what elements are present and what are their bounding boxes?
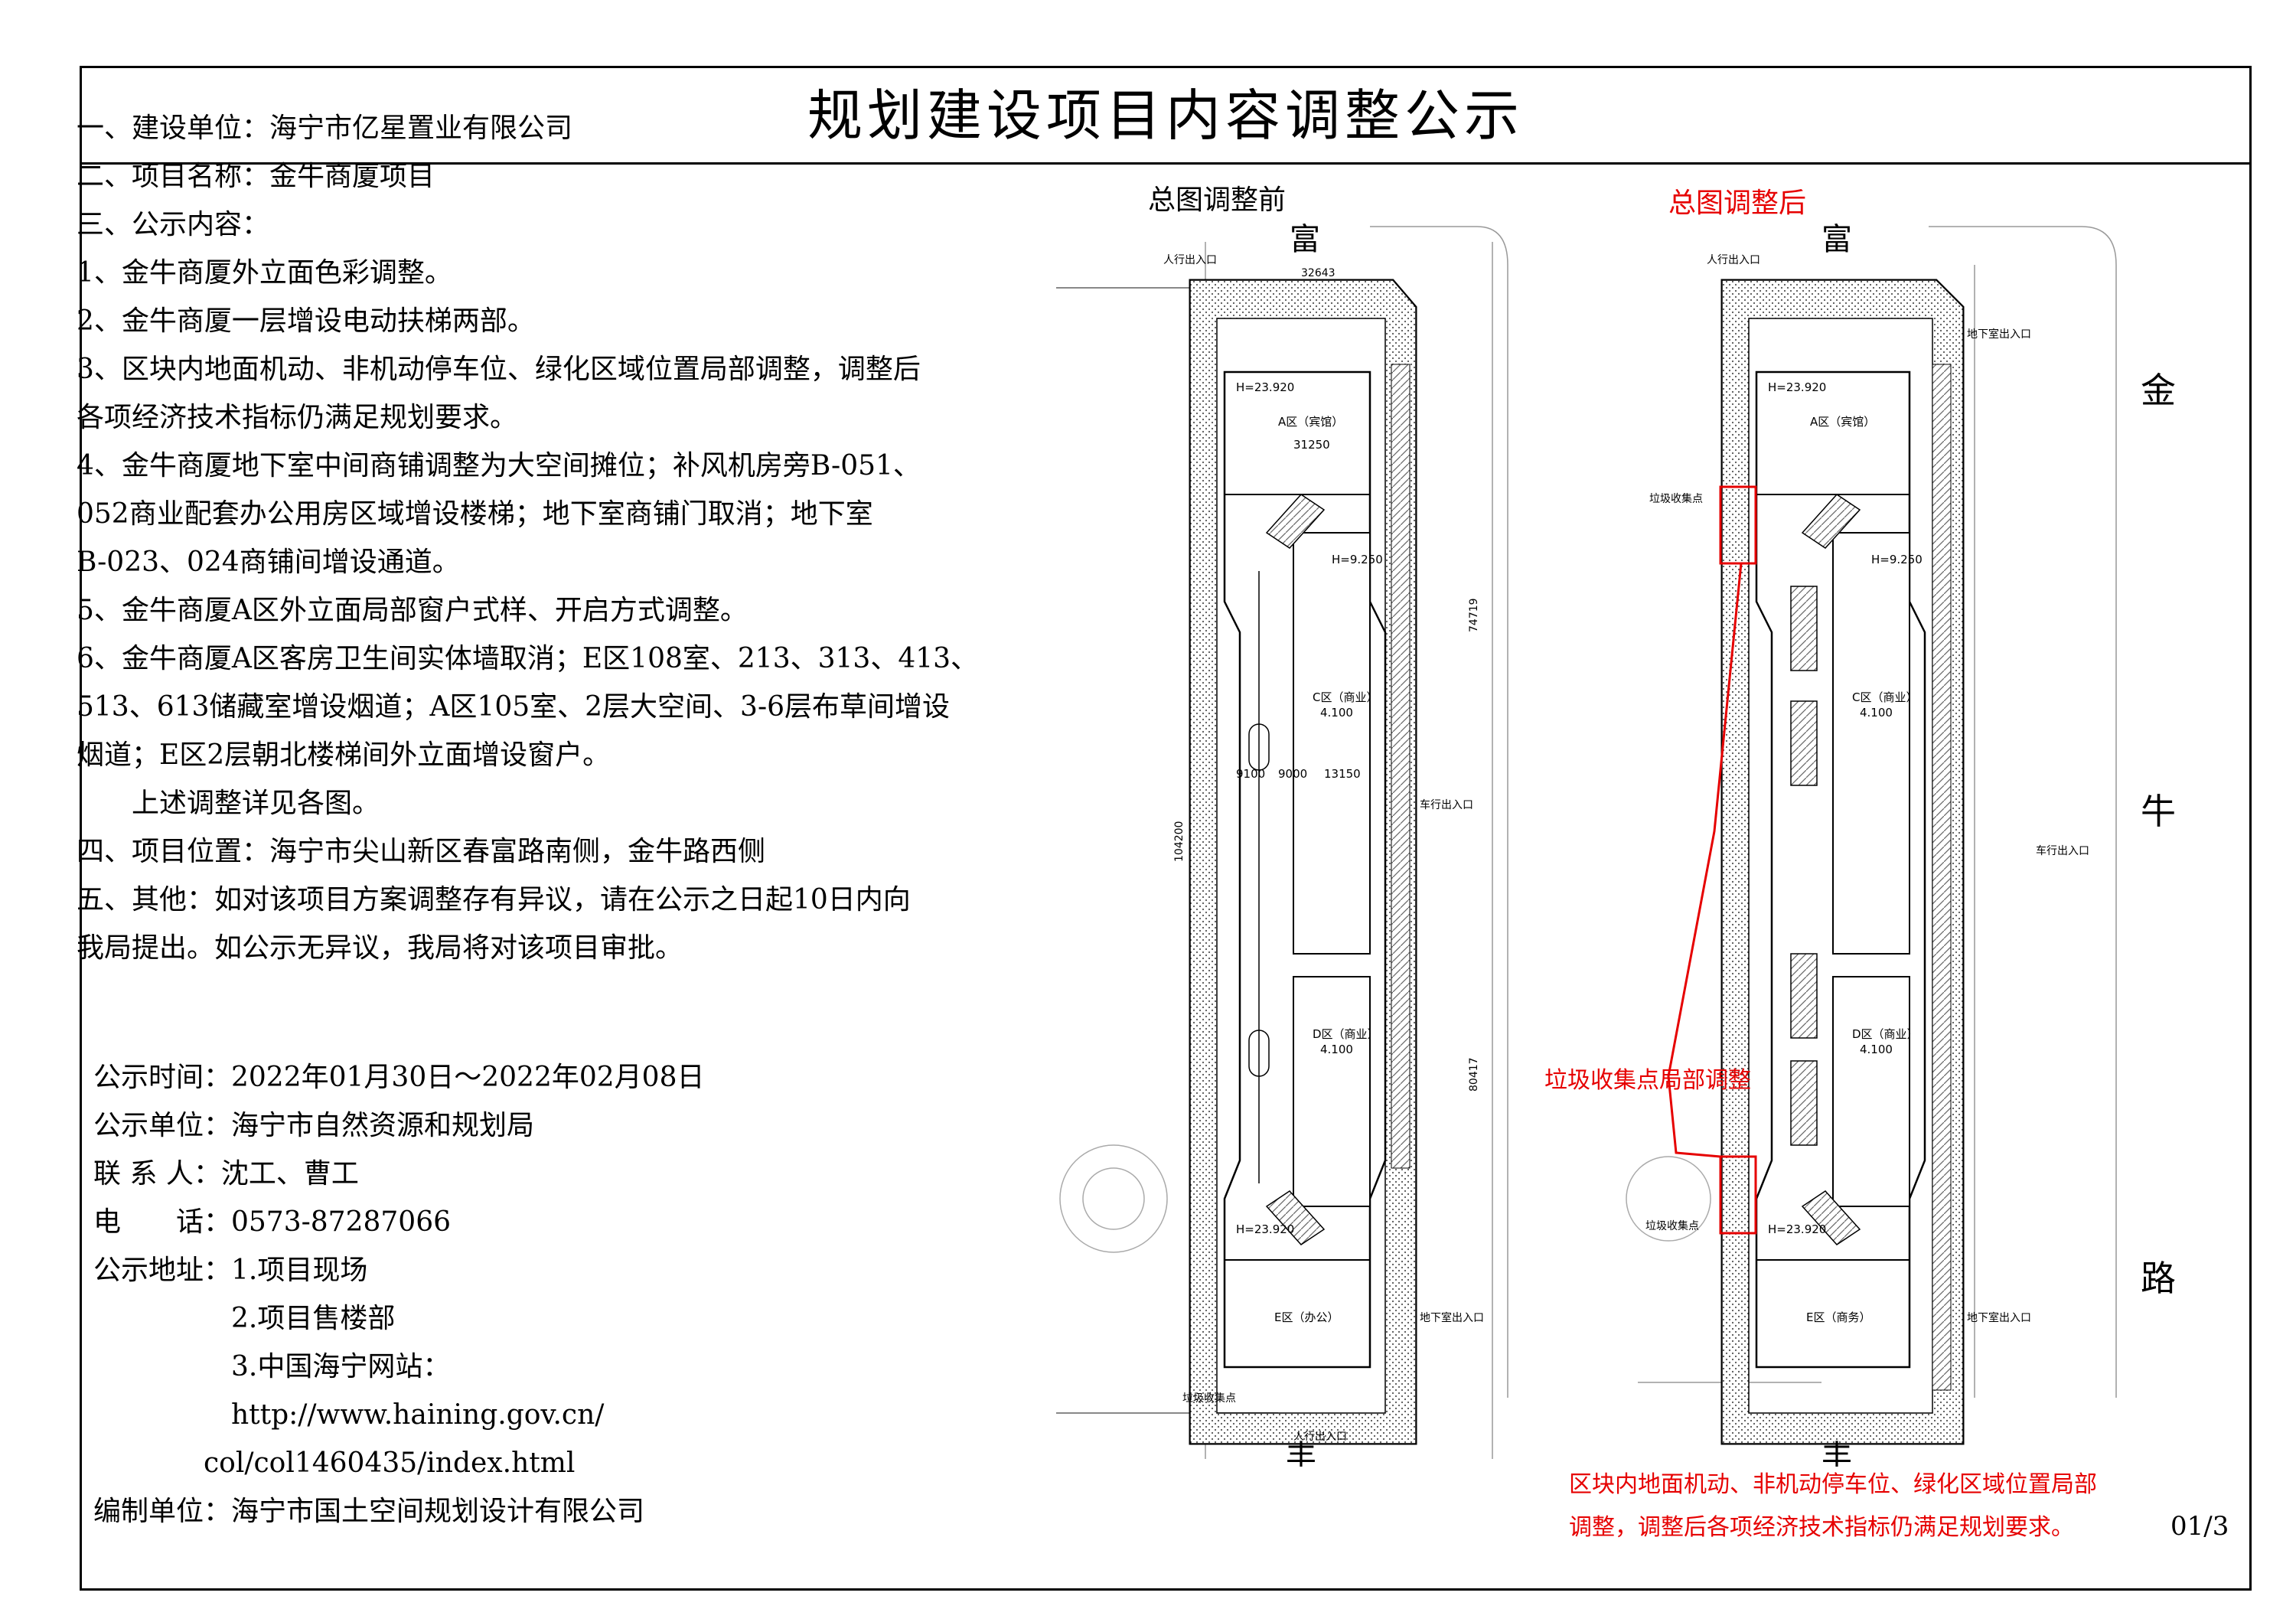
body-line: 我局提出。如公示无异议，我局将对该项目审批。 — [77, 932, 683, 964]
page-title: 规划建设项目内容调整公示 — [807, 83, 1524, 148]
basement-after-bottom: 地下室出入口 — [1967, 1311, 2031, 1324]
elev-d-before: 4.100 — [1320, 1043, 1353, 1056]
plan-after-caption: 总图调整后 — [1668, 188, 1807, 219]
adjustment-note: 区块内地面机动、非机动停车位、绿化区域位置局部 调整，调整后各项经济技术指标仍满… — [1569, 1464, 2166, 1549]
body-line: 二、项目名称：金牛商厦项目 — [77, 161, 435, 192]
adjustment-note-line: 调整，调整后各项经济技术指标仍满足规划要求。 — [1569, 1514, 2074, 1541]
road-label-right-2: 牛 — [2141, 791, 2176, 832]
dim-9000-before: 9000 — [1278, 767, 1307, 781]
plan-before-caption: 总图调整前 — [1148, 184, 1287, 216]
title-row: 规划建设项目内容调整公示 — [82, 68, 2249, 165]
height-c-before: H=9.250 — [1332, 553, 1383, 566]
car-entrance-after: 车行出入口 — [2036, 844, 2089, 857]
zone-c-after: C区（商业） — [1852, 690, 1917, 704]
height-a-after: H=23.920 — [1768, 380, 1826, 394]
body-line: 4、金牛商厦地下室中间商铺调整为大空间摊位；补风机房旁B-051、 — [77, 450, 921, 481]
escalator-1 — [1790, 586, 1818, 671]
meta-time: 公示时间：2022年01月30日～2022年02月08日 — [93, 1062, 705, 1093]
dim-a-before: 31250 — [1293, 438, 1330, 452]
zone-d-before: D区（商业） — [1313, 1027, 1379, 1041]
elev-c-before: 4.100 — [1320, 706, 1353, 720]
meta-address-2: 2.项目售楼部 — [93, 1303, 396, 1334]
body-line: 1、金牛商厦外立面色彩调整。 — [77, 257, 452, 289]
body-line: 513、613储藏室增设烟道；A区105室、2层大空间、3-6层布草间增设 — [77, 691, 951, 723]
body-line: 五、其他：如对该项目方案调整存有异议，请在公示之日起10日内向 — [77, 884, 911, 915]
garbage-point-before: 垃圾收集点 — [1182, 1392, 1236, 1405]
garbage-box-top — [1719, 485, 1757, 565]
body-line: 052商业配套办公用房区域增设楼梯；地下室商铺门取消；地下室 — [77, 498, 873, 530]
entrance-top-after: 人行出入口 — [1707, 254, 1760, 266]
zone-d-after: D区（商业） — [1852, 1027, 1919, 1041]
garbage-point-after-top: 垃圾收集点 — [1649, 492, 1703, 505]
meta-address: 公示地址：1.项目现场 — [93, 1255, 368, 1286]
zone-a-before: A区（宾馆） — [1278, 415, 1343, 429]
road-label-bottom-before: 丰 — [1286, 1439, 1316, 1467]
meta-url-1: http://www.haining.gov.cn/ — [93, 1399, 605, 1431]
escalator-2 — [1790, 700, 1818, 786]
adjustment-note-line: 区块内地面机动、非机动停车位、绿化区域位置局部 — [1569, 1471, 2097, 1498]
car-entrance-before: 车行出入口 — [1420, 798, 1473, 811]
meta-contact: 联 系 人：沈工、曹工 — [93, 1158, 359, 1190]
body-line: 3、区块内地面机动、非机动停车位、绿化区域位置局部调整，调整后 — [77, 354, 921, 385]
body-line: 三、公示内容： — [77, 209, 270, 240]
garbage-point-after-bottom: 垃圾收集点 — [1645, 1219, 1699, 1232]
road-label-right-3: 路 — [2141, 1258, 2176, 1299]
zone-e-after: E区（商务） — [1806, 1310, 1870, 1324]
dim-total-before: 104200 — [1173, 821, 1186, 862]
zone-c-before: C区（商业） — [1313, 690, 1378, 704]
dim-13150-before: 13150 — [1324, 767, 1361, 781]
height-e-before: H=23.920 — [1236, 1222, 1294, 1236]
road-label-bottom-after: 丰 — [1821, 1439, 1852, 1467]
garbage-box-bottom — [1719, 1155, 1757, 1235]
zone-a-after: A区（宾馆） — [1810, 415, 1875, 429]
dim-right-top-before: 74719 — [1468, 598, 1480, 632]
elev-c-after: 4.100 — [1860, 706, 1893, 720]
meta-unit: 公示单位：海宁市自然资源和规划局 — [93, 1110, 535, 1141]
body-line: 四、项目位置：海宁市尖山新区春富路南侧，金牛路西侧 — [77, 836, 766, 867]
garbage-connector — [1667, 563, 1743, 1158]
basement-before: 地下室出入口 — [1420, 1311, 1484, 1324]
document-frame: 规划建设项目内容调整公示 — [80, 66, 2252, 1591]
escalator-3 — [1790, 953, 1818, 1039]
road-label-top-after: 富 — [1821, 222, 1852, 257]
entrance-bottom-before: 人行出入口 — [1293, 1431, 1347, 1443]
entrance-top-before: 人行出入口 — [1163, 254, 1217, 266]
meta-url-2: col/col1460435/index.html — [93, 1447, 576, 1479]
dim-right-before: 80417 — [1468, 1057, 1480, 1092]
escalator-4 — [1790, 1060, 1818, 1146]
height-c-after: H=9.250 — [1871, 553, 1923, 566]
plan-after: 富 丰 金 牛 路 H=23.920 A区（宾馆） H=9.250 C区（商业）… — [1626, 222, 2176, 1467]
basement-after-top: 地下室出入口 — [1967, 328, 2031, 341]
dim-9100-before: 9100 — [1236, 767, 1265, 781]
meta-phone: 电 话：0573-87287066 — [93, 1206, 452, 1238]
height-a-before: H=23.920 — [1236, 380, 1294, 394]
road-label-right-1: 金 — [2141, 370, 2176, 411]
body-line: 烟道；E区2层朝北楼梯间外立面增设窗户。 — [77, 739, 611, 771]
dim-width-before: 32643 — [1301, 267, 1336, 279]
body-line: 上述调整详见各图。 — [77, 788, 380, 819]
zone-e-before: E区（办公） — [1274, 1310, 1339, 1324]
site-plans: 富 丰 H=23.920 A区（宾馆） 31250 H=9.250 C区（商业）… — [1056, 222, 2176, 1467]
page-number: 01/3 — [2170, 1511, 2229, 1542]
height-e-after: H=23.920 — [1768, 1222, 1826, 1236]
road-label-top-before: 富 — [1290, 222, 1320, 257]
announcement-meta: 公示时间：2022年01月30日～2022年02月08日 公示单位：海宁市自然资… — [93, 1053, 1088, 1536]
body-line: 6、金牛商厦A区客房卫生间实体墙取消；E区108室、213、313、413、 — [77, 643, 979, 674]
announcement-body: 一、建设单位：海宁市亿星置业有限公司 二、项目名称：金牛商厦项目 三、公示内容：… — [77, 104, 1079, 972]
garbage-adjust-note: 垃圾收集点局部调整 — [1544, 1067, 1751, 1094]
body-line: B-023、024商铺间增设通道。 — [77, 547, 460, 578]
body-line: 5、金牛商厦A区外立面局部窗户式样、开启方式调整。 — [77, 595, 748, 626]
body-line: 2、金牛商厦一层增设电动扶梯两部。 — [77, 305, 535, 337]
body-line: 各项经济技术指标仍满足规划要求。 — [77, 402, 518, 433]
plan-before: 富 丰 H=23.920 A区（宾馆） 31250 H=9.250 C区（商业）… — [1056, 222, 1508, 1467]
meta-address-3: 3.中国海宁网站： — [93, 1351, 451, 1382]
body-line: 一、建设单位：海宁市亿星置业有限公司 — [77, 113, 573, 144]
elev-d-after: 4.100 — [1860, 1043, 1893, 1056]
meta-author: 编制单位：海宁市国土空间规划设计有限公司 — [93, 1496, 645, 1527]
